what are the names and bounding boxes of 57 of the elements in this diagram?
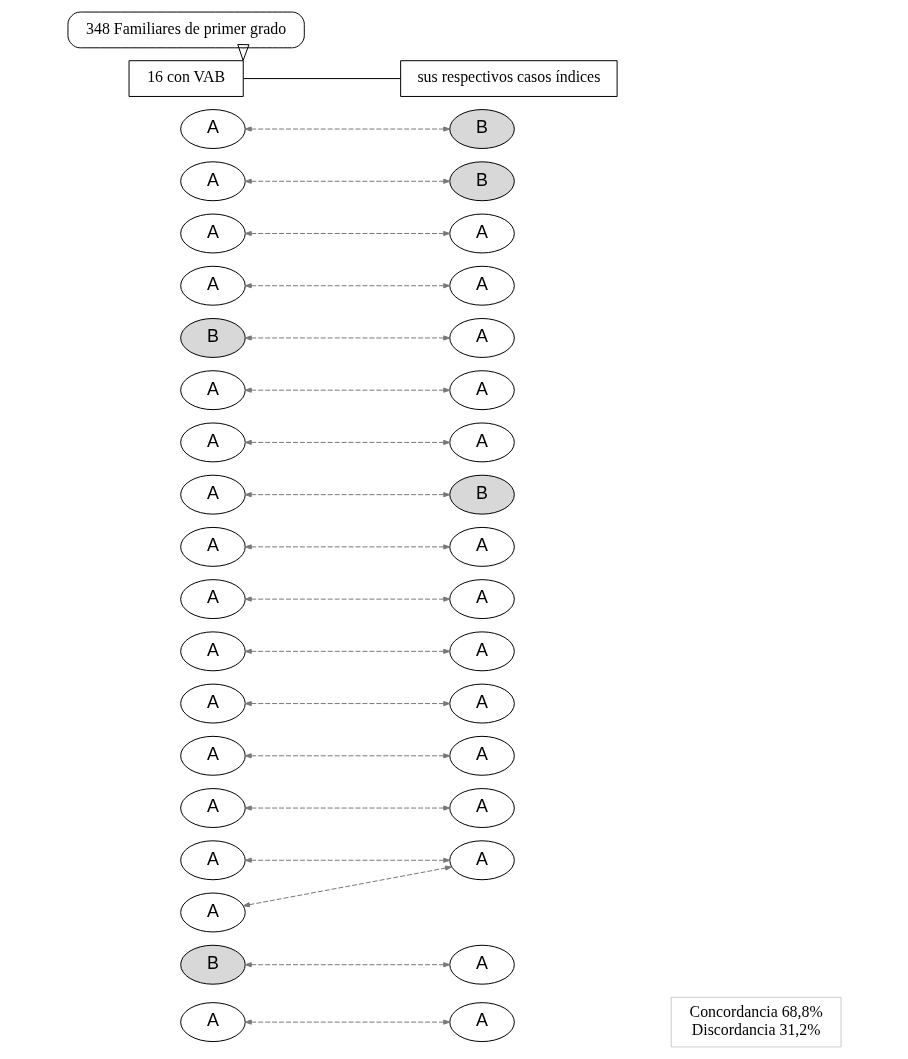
- node-ellipse: A: [448, 422, 515, 463]
- node-ellipse: B: [448, 109, 515, 149]
- node-ellipse: A: [179, 892, 246, 933]
- node-ellipse: A: [179, 370, 246, 411]
- arrow: [244, 544, 450, 550]
- node-ellipse: A: [448, 683, 515, 724]
- arrow: [244, 230, 450, 237]
- arrow: [244, 596, 450, 602]
- node-ellipse: B: [179, 318, 246, 358]
- node-ellipse: A: [179, 1002, 246, 1043]
- arrow: [242, 865, 452, 908]
- node-ellipse: B: [448, 161, 515, 202]
- node-ellipse: A: [179, 109, 246, 149]
- node-ellipse: A: [448, 631, 515, 672]
- arrow: [244, 387, 450, 393]
- node-ellipse: B: [179, 944, 246, 985]
- node-ellipse: A: [179, 735, 246, 776]
- arrow: [244, 126, 450, 132]
- node-ellipse: A: [448, 579, 515, 620]
- node-ellipse: A: [448, 370, 515, 411]
- node-ellipse: A: [448, 526, 515, 567]
- node-ellipse: A: [179, 161, 246, 202]
- node-ellipse: A: [179, 579, 246, 620]
- node-ellipse: A: [448, 1002, 515, 1043]
- node-ellipse: A: [448, 213, 515, 254]
- node-ellipse: A: [448, 840, 515, 881]
- arrow: [244, 439, 450, 445]
- node-ellipse: A: [179, 840, 246, 881]
- node-ellipse: B: [448, 474, 515, 515]
- node-ellipse: A: [448, 318, 515, 358]
- arrow: [244, 335, 450, 341]
- arrow: [244, 1019, 450, 1025]
- node-ellipse: A: [448, 265, 515, 306]
- node-ellipse: A: [179, 683, 246, 724]
- node-ellipse: A: [179, 526, 246, 567]
- arrow: [244, 805, 450, 811]
- connector: [242, 78, 401, 80]
- node-box: 16 con VAB: [128, 60, 244, 97]
- arrow: [244, 283, 450, 289]
- node-ellipse: A: [448, 944, 515, 985]
- arrow: [244, 857, 450, 863]
- node-ellipse: A: [448, 788, 515, 828]
- node-ellipse: A: [179, 788, 246, 828]
- arrow: [244, 648, 450, 654]
- arrow: [244, 492, 450, 498]
- node-box: sus respectivos casos índices: [399, 60, 618, 97]
- arrow: [244, 962, 450, 968]
- arrow: [244, 753, 450, 759]
- arrow: [244, 701, 450, 707]
- node-ellipse: A: [179, 474, 246, 515]
- node-ellipse: A: [179, 422, 246, 463]
- node-ellipse: A: [179, 213, 246, 254]
- node-ellipse: A: [179, 631, 246, 672]
- node-ellipse: A: [179, 265, 246, 306]
- node-ellipse: A: [448, 735, 515, 776]
- node-box: Concordancia 68,8% Discordancia 31,2%: [670, 996, 842, 1048]
- arrow: [244, 178, 450, 184]
